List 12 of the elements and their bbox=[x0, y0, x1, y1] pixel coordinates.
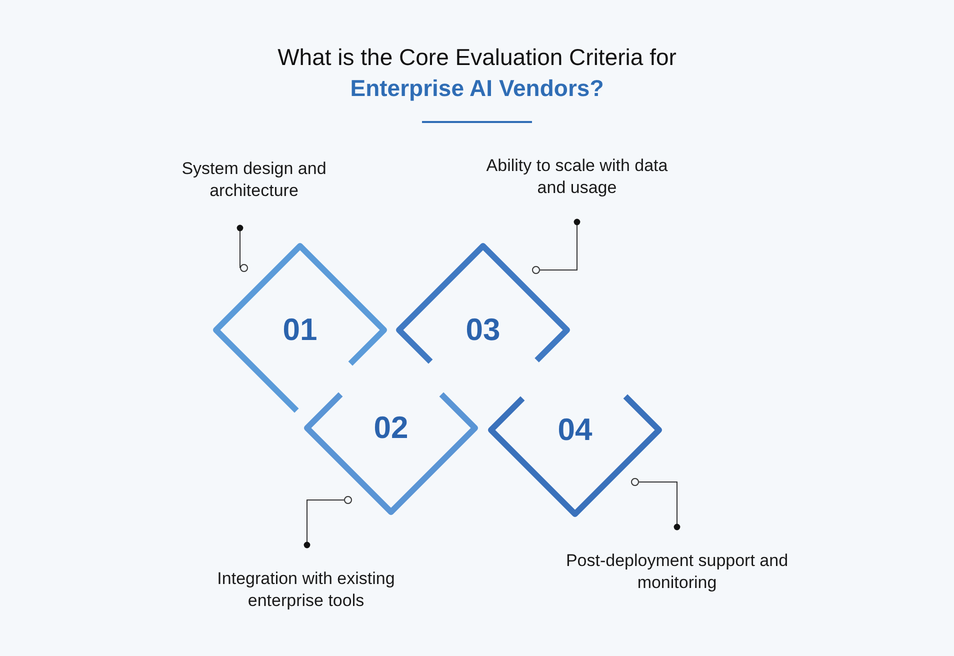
criterion-text: Ability to scale with data and usage bbox=[485, 155, 669, 199]
step-number: 03 bbox=[464, 311, 502, 349]
criterion-text: System design and architecture bbox=[180, 158, 328, 202]
leader-line bbox=[631, 478, 680, 530]
step-number: 02 bbox=[372, 409, 410, 447]
step-number: 04 bbox=[556, 411, 594, 449]
step-number: 01 bbox=[282, 311, 318, 349]
criterion-text: Post-deployment support and monitoring bbox=[564, 550, 790, 594]
title: What is the Core Evaluation Criteria for Enterprise AI Vendors? bbox=[276, 43, 678, 103]
leader-line bbox=[532, 218, 580, 274]
criterion-text: Integration with existing enterprise tools bbox=[216, 568, 396, 612]
leader-line bbox=[304, 496, 352, 548]
